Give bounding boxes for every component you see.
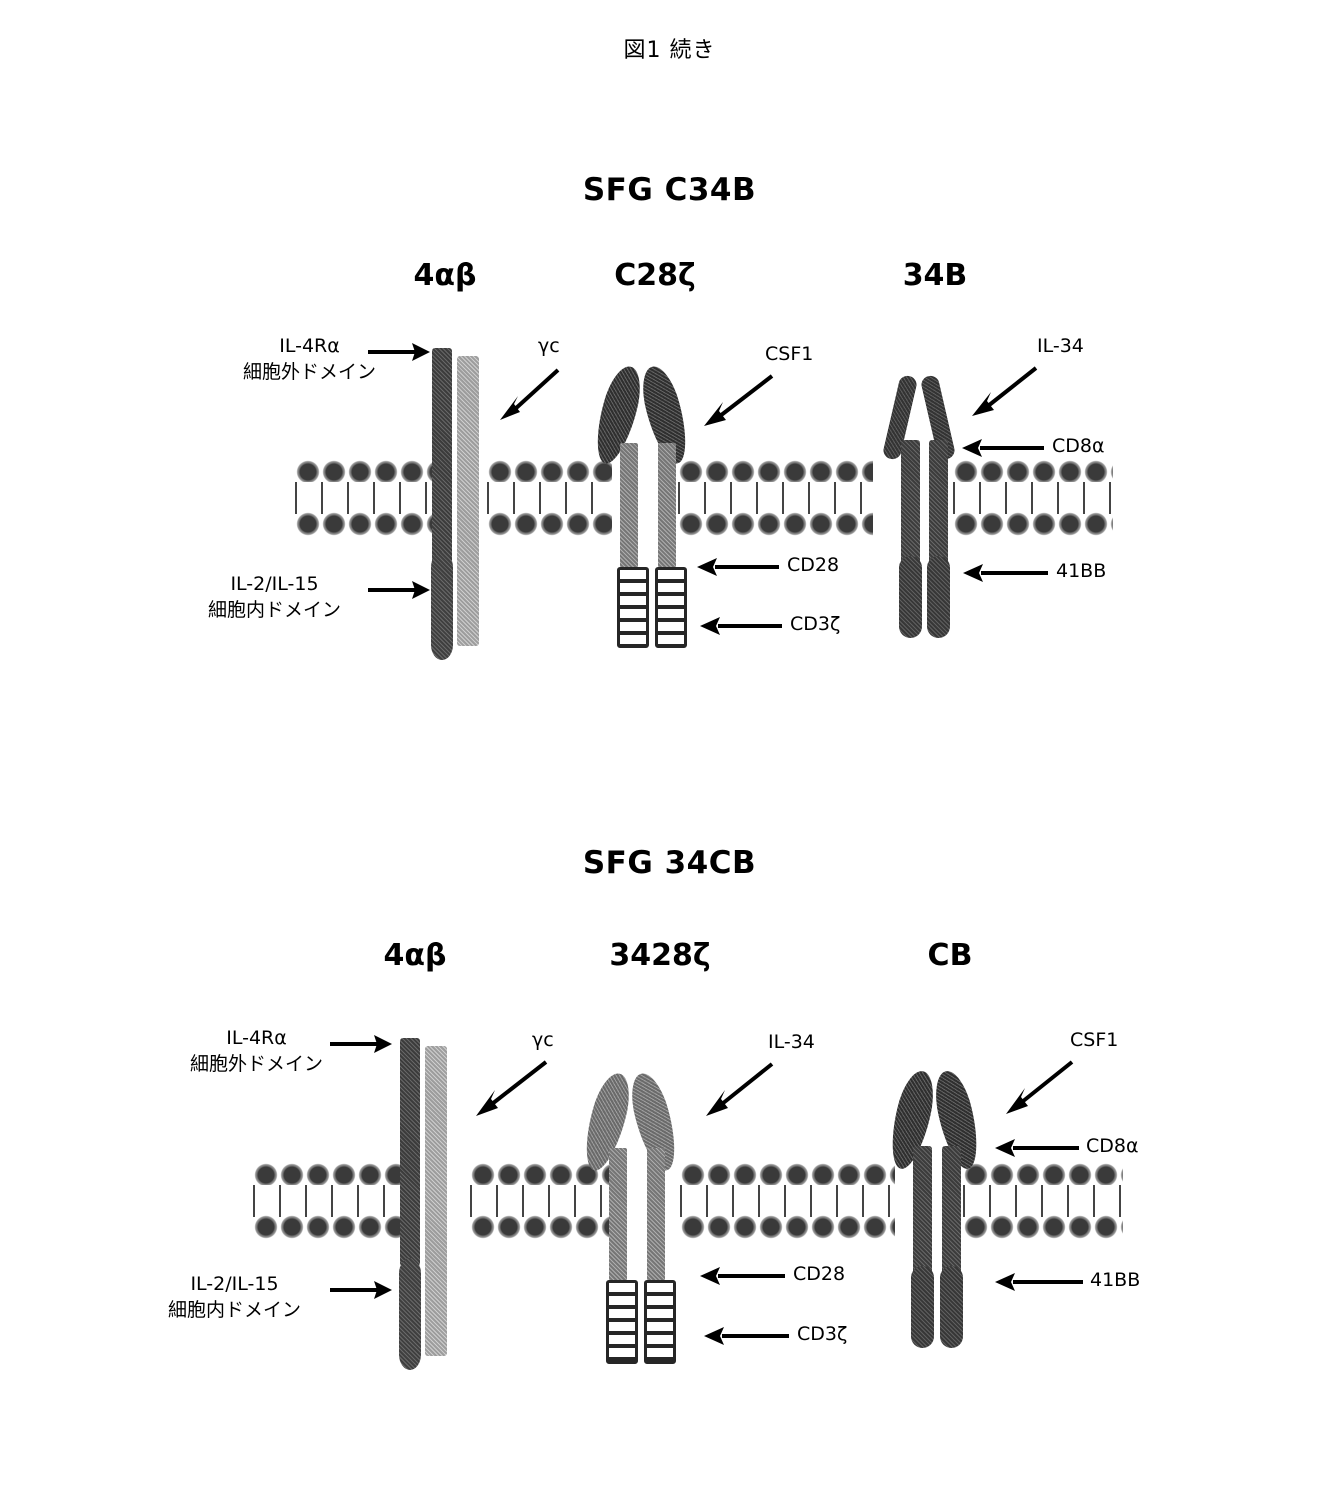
label-cd3zeta: CD3ζ <box>790 613 841 635</box>
receptor-cb-cd8a-stem-right <box>942 1146 961 1276</box>
panel-title: SFG 34CB <box>582 845 757 881</box>
label-gamma-c: γc <box>532 1029 554 1051</box>
label-il2il15-line1: IL-2/IL-15 <box>190 1273 279 1295</box>
receptor-4ab-intracellular-il2 <box>431 552 453 660</box>
receptor-4ab-chain-alpha <box>432 348 452 563</box>
arrow-il34 <box>972 366 1038 416</box>
membrane-segment <box>963 1163 1123 1239</box>
arrow-il2il15 <box>330 1281 392 1299</box>
label-cd8a: CD8α <box>1086 1135 1139 1157</box>
figure-caption: 図1 続き <box>623 38 716 63</box>
label-il4ra-line1: IL-4Rα <box>279 335 340 357</box>
panel-title: SFG C34B <box>582 172 757 208</box>
membrane-segment <box>253 1163 401 1239</box>
arrow-41bb <box>963 564 1048 582</box>
arrow-41bb <box>995 1273 1083 1291</box>
receptor-34b-41bb-left <box>899 556 922 638</box>
membrane-segment <box>953 460 1113 536</box>
receptor-4ab-chain-gammac <box>457 356 479 646</box>
arrow-il4ra <box>368 343 430 361</box>
column-title-4ab: 4αβ <box>413 258 477 293</box>
arrow-cd8a <box>995 1139 1079 1157</box>
receptor-4ab-chain-alpha <box>400 1038 420 1266</box>
label-gamma-c: γc <box>538 335 560 357</box>
label-ligand-csf1: CSF1 <box>765 343 814 365</box>
receptor-4ab-chain-gammac <box>425 1046 447 1356</box>
receptor-c28z-stem-left <box>620 443 638 571</box>
column-title-4ab: 4αβ <box>383 938 447 973</box>
label-il4ra-extracellular: IL-4Rα 細胞外ドメイン <box>190 1026 323 1077</box>
receptor-3428z-stem-right <box>647 1148 665 1284</box>
membrane-segment <box>680 1163 895 1239</box>
label-cd8a: CD8α <box>1052 435 1105 457</box>
membrane-segment <box>470 1163 610 1239</box>
receptor-3428z-cd3zeta-itam-right <box>644 1280 676 1364</box>
receptor-3428z-cd3zeta-itam-left <box>606 1280 638 1364</box>
arrow-gamma-c <box>500 368 560 420</box>
column-title-cb: CB <box>927 938 973 973</box>
arrow-cd28 <box>700 1267 785 1285</box>
receptor-c28z-cd3zeta-itam-right <box>655 567 687 648</box>
arrow-cd3zeta <box>704 1327 789 1345</box>
label-il4ra-line1: IL-4Rα <box>226 1027 287 1049</box>
receptor-3428z-stem-left <box>609 1148 627 1284</box>
arrow-cd8a <box>962 439 1044 457</box>
label-41bb: 41BB <box>1056 560 1107 582</box>
label-cd28: CD28 <box>787 554 840 576</box>
membrane-segment <box>678 460 873 536</box>
receptor-34b-41bb-right <box>927 556 950 638</box>
arrow-cd28 <box>697 558 779 576</box>
arrow-csf1 <box>704 374 774 426</box>
membrane-segment <box>487 460 612 536</box>
label-il4ra-line2: 細胞外ドメイン <box>190 1052 324 1075</box>
column-title-34b: 34B <box>902 258 968 293</box>
label-cd28: CD28 <box>793 1263 846 1285</box>
arrow-cd3zeta <box>700 617 782 635</box>
label-il4ra-extracellular: IL-4Rα 細胞外ドメイン <box>243 334 376 385</box>
receptor-cb-41bb-right <box>940 1266 963 1348</box>
receptor-cb-cd8a-stem-left <box>913 1146 932 1276</box>
label-il2il15-line1: IL-2/IL-15 <box>230 573 319 595</box>
label-cd3zeta: CD3ζ <box>797 1323 848 1345</box>
column-title-3428z: 3428ζ <box>609 938 711 973</box>
receptor-c28z-stem-right <box>658 443 676 571</box>
label-ligand-csf1: CSF1 <box>1070 1029 1119 1051</box>
label-il2il15-intracellular: IL-2/IL-15 細胞内ドメイン <box>168 1272 301 1323</box>
panel-sfg-34cb: SFG 34CB 4αβ 3428ζ CB <box>0 0 1339 1370</box>
label-ligand-il34: IL-34 <box>1037 335 1084 357</box>
panel-sfg-c34b: SFG C34B 4αβ C28ζ 34B <box>0 0 1339 740</box>
label-il2il15-line2: 細胞内ドメイン <box>168 1298 302 1321</box>
label-il2il15-line2: 細胞内ドメイン <box>208 598 342 621</box>
receptor-cb-41bb-left <box>911 1266 934 1348</box>
arrow-il4ra <box>330 1035 392 1053</box>
label-41bb: 41BB <box>1090 1269 1141 1291</box>
receptor-34b-cd8a-stem-left <box>901 440 920 565</box>
column-title-c28z: C28ζ <box>614 258 696 293</box>
label-il4ra-line2: 細胞外ドメイン <box>243 360 377 383</box>
membrane-segment <box>295 460 445 536</box>
label-il2il15-intracellular: IL-2/IL-15 細胞内ドメイン <box>208 572 341 623</box>
receptor-c28z-cd3zeta-itam-left <box>617 567 649 648</box>
arrow-il2il15 <box>368 581 430 599</box>
receptor-4ab-intracellular-il2 <box>399 1258 421 1370</box>
ligand-il34-left-lobe <box>577 1069 637 1175</box>
arrow-gamma-c <box>476 1060 548 1116</box>
receptor-34b-cd8a-stem-right <box>929 440 948 565</box>
arrow-csf1 <box>1006 1060 1074 1114</box>
label-ligand-il34: IL-34 <box>768 1031 815 1053</box>
arrow-il34 <box>706 1062 774 1116</box>
